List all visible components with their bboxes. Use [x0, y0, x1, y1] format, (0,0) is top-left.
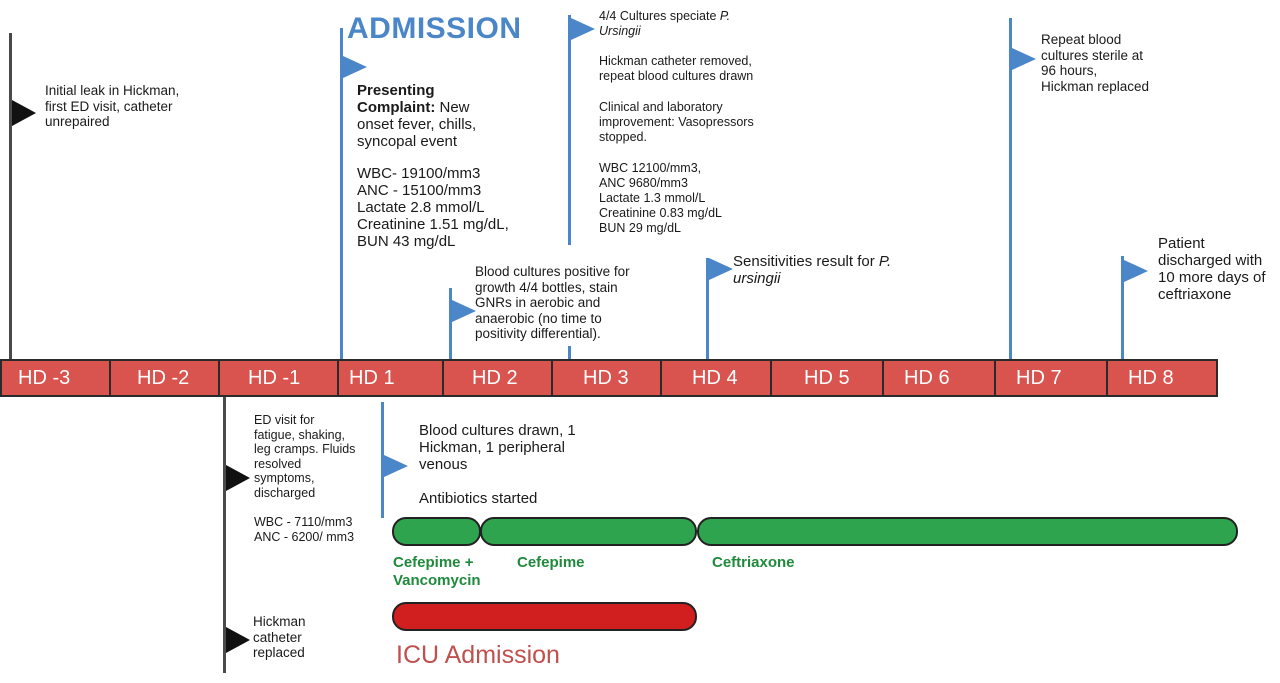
black-flag-icon	[226, 627, 250, 653]
ceftriaxone-bar	[697, 517, 1238, 546]
icu-admission-label: ICU Admission	[396, 641, 560, 669]
event-pole-stub	[568, 346, 571, 360]
ed-visit-text: ED visit for fatigue, shaking, leg cramp…	[254, 413, 356, 500]
blue-flag-icon	[384, 455, 408, 477]
black-flag-icon	[226, 465, 250, 491]
presenting-complaint: Presenting Complaint: New onset fever, c…	[357, 82, 532, 150]
admission-title: ADMISSION	[347, 12, 522, 45]
blue-flag-icon	[571, 18, 595, 40]
blood-cultures-positive-text: Blood cultures positive for growth 4/4 b…	[475, 264, 630, 341]
repeat-cultures-text: Repeat blood cultures sterile at 96 hour…	[1041, 32, 1150, 94]
event-pole	[9, 33, 12, 360]
cultures-speciate-label: 4/4 Cultures speciate	[599, 9, 720, 23]
presenting-label: Presenting Complaint:	[357, 82, 436, 116]
hd-cell: HD 7	[996, 361, 1108, 395]
catheter-removed-text: Hickman catheter removed, repeat blood c…	[599, 54, 754, 83]
admission-labs: WBC- 19100/mm3 ANC - 15100/mm3 Lactate 2…	[357, 165, 509, 250]
blue-flag-icon	[452, 300, 476, 322]
cefepime-vancomycin-bar	[392, 517, 481, 546]
black-flag-icon	[12, 100, 36, 126]
event-pole	[568, 15, 571, 245]
initial-leak-text: Initial leak in Hickman, first ED visit,…	[45, 83, 180, 129]
event-pole	[449, 288, 452, 360]
hd-cell: HD 3	[553, 361, 662, 395]
hd-cell: HD -2	[111, 361, 220, 395]
hd-cell: HD 5	[772, 361, 884, 395]
hd-cell: HD 8	[1108, 361, 1216, 395]
antibiotics-started-text: Antibiotics started	[419, 490, 538, 507]
hospital-day-bar: HD -3 HD -2 HD -1 HD 1 HD 2 HD 3 HD 4 HD…	[0, 359, 1218, 397]
cultures-speciate-text: 4/4 Cultures speciate P. Ursingii	[599, 9, 730, 39]
clinical-improvement-text: Clinical and laboratory improvement: Vas…	[599, 100, 754, 144]
hd-cell: HD 4	[662, 361, 772, 395]
blue-flag-icon	[1012, 48, 1036, 70]
hd3-labs: WBC 12100/mm3, ANC 9680/mm3 Lactate 1.3 …	[599, 161, 722, 235]
event-pole	[1009, 18, 1012, 360]
hd-cell: HD 6	[884, 361, 996, 395]
icu-admission-bar	[392, 602, 697, 631]
hd-cell: HD 1	[339, 361, 444, 395]
discharged-text: Patient discharged with 10 more days of …	[1158, 235, 1266, 303]
blue-flag-icon	[343, 56, 367, 78]
sensitivities-text: Sensitivities result for P. ursingii	[733, 253, 923, 287]
event-pole	[340, 28, 343, 360]
presenting-text: New onset fever, chills, syncopal event	[357, 99, 477, 150]
species-name-2: Ursingii	[599, 24, 641, 38]
cefepime-vancomycin-label: Cefepime + Vancomycin	[393, 554, 481, 589]
event-pole	[1121, 256, 1124, 360]
event-pole	[223, 397, 226, 673]
sensitivities-label: Sensitivities result for	[733, 253, 879, 270]
blue-flag-icon	[709, 258, 733, 280]
ceftriaxone-label: Ceftriaxone	[712, 554, 795, 571]
cefepime-label: Cefepime	[517, 554, 585, 571]
cefepime-bar	[480, 517, 697, 546]
blood-cultures-drawn-text: Blood cultures drawn, 1 Hickman, 1 perip…	[419, 422, 576, 473]
event-pole	[706, 258, 709, 360]
hd-cell: HD 2	[444, 361, 553, 395]
species-name-1: P.	[719, 9, 731, 23]
sensitivities-species-1: P.	[878, 253, 892, 270]
hd-cell: HD -3	[2, 361, 111, 395]
sensitivities-species-2: ursingii	[733, 270, 781, 287]
ed-labs: WBC - 7110/mm3 ANC - 6200/ mm3	[254, 515, 355, 544]
blue-flag-icon	[1124, 260, 1148, 282]
hickman-replaced-text: Hickman catheter replaced	[253, 614, 306, 660]
event-pole	[381, 402, 384, 518]
hd-cell: HD -1	[220, 361, 339, 395]
